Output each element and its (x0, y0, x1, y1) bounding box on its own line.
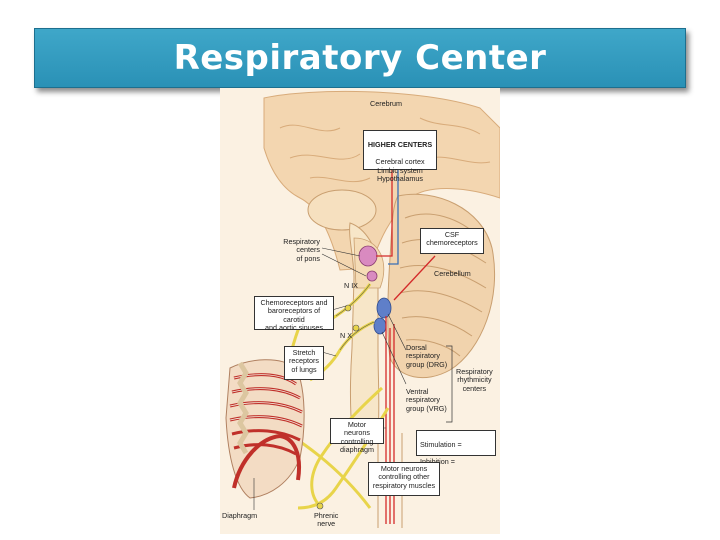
label-pons-centers: Respiratory centers of pons (283, 237, 320, 263)
phrenic-ganglion (316, 502, 324, 510)
rib-bone-lines (229, 374, 303, 427)
label-cerebrum: Cerebrum (370, 99, 402, 108)
diaphragm-muscle (232, 433, 301, 489)
box-motor-neurons-diaphragm: Motor neurons controlling diaphragm (330, 418, 384, 454)
box-chemoreceptors-baroreceptors: Chemoreceptors and baroreceptors of caro… (254, 296, 334, 332)
pons-pointer-lower (321, 253, 367, 277)
cerebrum-folds (279, 117, 491, 183)
label-vrg: Ventral respiratory group (VRG) (406, 387, 447, 413)
pons-center-lower (366, 270, 378, 282)
nix-ganglion (344, 304, 352, 312)
box-stretch-receptors: Stretch receptors of lungs (284, 346, 324, 380)
label-drg: Dorsal respiratory group (DRG) (406, 343, 448, 369)
pons-center-upper (358, 245, 378, 267)
box-legend: Stimulation = Inhibition = (416, 430, 496, 466)
box-csf-chemoreceptors: CSF chemoreceptors (420, 228, 484, 254)
higher-inhib-line (388, 170, 399, 265)
label-nix: N IX (344, 281, 358, 290)
label-diaphragm: Diaphragm (222, 511, 258, 520)
label-nx: N X (340, 331, 352, 340)
legend-inhibition-label: Inhibition = (420, 457, 455, 467)
thalamus-shape (307, 189, 377, 231)
higher-centers-list: Cerebral cortex Limbic system Hypothalam… (375, 157, 425, 184)
stretch-pointer (321, 351, 337, 357)
drg-pointer (387, 313, 407, 351)
nx-ganglion (352, 324, 360, 332)
spine-bones (237, 361, 249, 455)
label-rhythmicity-centers: Respiratory rhythmicity centers (456, 367, 493, 393)
rhythmicity-bracket (446, 345, 453, 423)
pons-pointer-upper (321, 247, 361, 257)
slide-title: Respiratory Center (173, 38, 547, 78)
box-higher-centers: HIGHER CENTERS Cerebral cortex Limbic sy… (363, 130, 437, 183)
legend-stimulation-label: Stimulation = (420, 440, 462, 450)
box-motor-neurons-other: Motor neurons controlling other respirat… (368, 462, 440, 496)
nerve-outlines (335, 283, 375, 351)
csf-line (393, 255, 436, 301)
slide-title-bar: Respiratory Center (34, 28, 686, 88)
vrg-pointer (381, 331, 407, 385)
label-cerebellum: Cerebellum (434, 269, 471, 278)
higher-centers-heading: HIGHER CENTERS (367, 140, 433, 150)
drg-center (376, 297, 392, 319)
higher-stim-line (376, 170, 393, 257)
respiratory-diagram: Cerebrum HIGHER CENTERS Cerebral cortex … (220, 88, 500, 534)
chemo-pointer (331, 305, 347, 311)
label-phrenic-nerve: Phrenic nerve (314, 511, 339, 529)
vrg-center (373, 317, 387, 335)
